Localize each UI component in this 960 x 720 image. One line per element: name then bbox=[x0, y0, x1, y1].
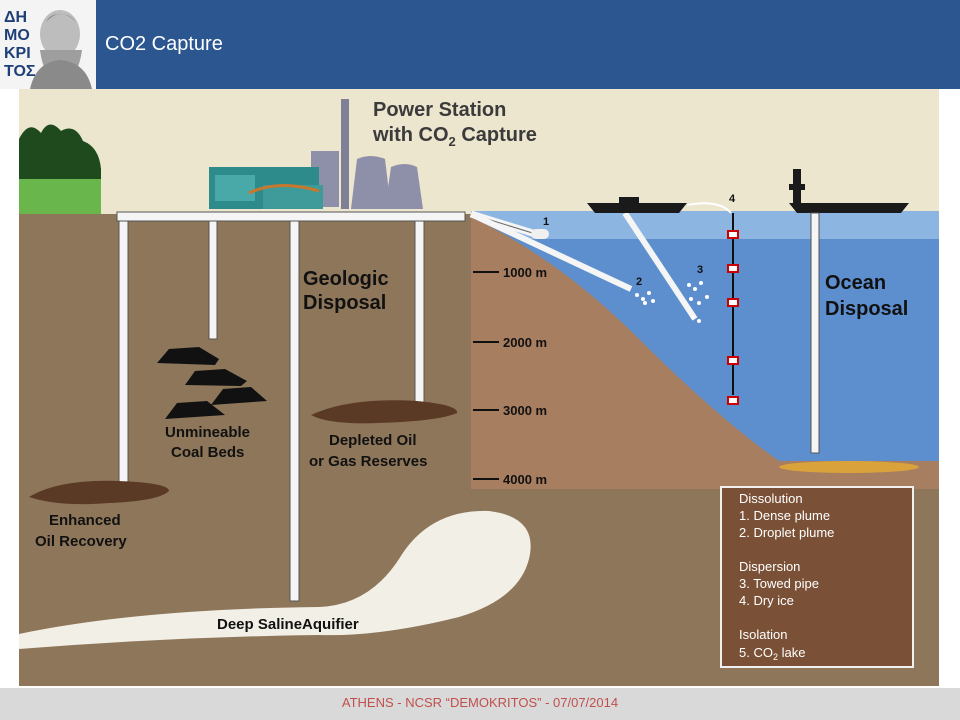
depth-2000: 2000 m bbox=[503, 335, 547, 350]
pipe-coal bbox=[208, 220, 218, 340]
ship-left bbox=[587, 203, 687, 213]
coal-bed-2 bbox=[185, 369, 247, 386]
coal-bed-3 bbox=[211, 387, 267, 405]
geologic-disposal-line2: Disposal bbox=[303, 292, 386, 314]
marker-1-blob bbox=[531, 229, 549, 239]
seabed bbox=[471, 217, 939, 489]
coal-bed-1 bbox=[157, 347, 219, 365]
ocean bbox=[471, 211, 939, 461]
marker-1: 1 bbox=[543, 216, 549, 228]
ocean-disposal-line1: Ocean bbox=[825, 272, 886, 294]
ocean-disposal-line2: Disposal bbox=[825, 298, 908, 320]
slide-title: CO2 Capture bbox=[105, 33, 223, 55]
oil-reservoir-enhanced bbox=[29, 480, 169, 505]
demokritos-logo: ΔΗ ΜΟ ΚΡΙ ΤΟΣ bbox=[0, 0, 96, 89]
platform bbox=[116, 211, 466, 222]
oil-reservoir-depleted bbox=[311, 400, 458, 424]
legend-droplet-plume: 2. Droplet plume bbox=[739, 525, 834, 540]
legend-dissolution: Dissolution bbox=[739, 491, 803, 506]
legend-box bbox=[720, 486, 914, 668]
power-station-label-line2: with CO2 Capture bbox=[372, 124, 537, 149]
coal-bed-4 bbox=[165, 401, 225, 419]
footer-bar bbox=[0, 688, 960, 720]
enhanced-line2: Oil Recovery bbox=[35, 533, 127, 550]
enhanced-line1: Enhanced bbox=[49, 512, 121, 529]
svg-text:ΤΟΣ: ΤΟΣ bbox=[4, 63, 36, 80]
legend-dispersion: Dispersion bbox=[739, 559, 800, 574]
droplet-plume bbox=[635, 281, 709, 323]
dry-ice-blocks bbox=[727, 230, 739, 405]
svg-text:ΚΡΙ: ΚΡΙ bbox=[4, 45, 31, 62]
aquifer-label: Deep SalineAquifier bbox=[217, 616, 359, 633]
power-station-label-line1: Power Station bbox=[373, 99, 506, 121]
svg-text:ΔΗ: ΔΗ bbox=[4, 9, 27, 26]
towed-pipe bbox=[622, 211, 698, 321]
legend-isolation: Isolation bbox=[739, 627, 787, 642]
co2-capture-diagram: 1000 m 2000 m 3000 m 4000 m 1 2 3 4 Powe… bbox=[19, 89, 939, 686]
marker-2: 2 bbox=[636, 276, 642, 288]
depleted-line2: or Gas Reserves bbox=[309, 453, 427, 470]
ship-right bbox=[789, 203, 909, 213]
ocean-disposal-pipe bbox=[810, 212, 820, 454]
geologic-disposal-line1: Geologic bbox=[303, 268, 389, 290]
deep-saline-aquifier bbox=[19, 510, 531, 649]
legend-dense-plume: 1. Dense plume bbox=[739, 508, 830, 523]
pipeline-2 bbox=[469, 211, 633, 292]
depth-4000: 4000 m bbox=[503, 472, 547, 487]
pipe-enhanced bbox=[118, 220, 129, 492]
legend-towed-pipe: 3. Towed pipe bbox=[739, 576, 819, 591]
coal-beds-line2: Coal Beds bbox=[171, 444, 244, 461]
chimney bbox=[341, 99, 349, 209]
marker-3: 3 bbox=[697, 264, 703, 276]
legend-co2-lake: 5. CO2 lake bbox=[739, 645, 805, 662]
legend-dry-ice: 4. Dry ice bbox=[739, 593, 794, 608]
depth-1000: 1000 m bbox=[503, 265, 547, 280]
pipe-aquifer bbox=[289, 220, 300, 602]
depleted-line1: Depleted Oil bbox=[329, 432, 417, 449]
header-bar bbox=[0, 0, 960, 89]
pipe-depleted bbox=[414, 220, 425, 414]
coal-beds-line1: Unmineable bbox=[165, 424, 250, 441]
svg-text:ΜΟ: ΜΟ bbox=[4, 27, 30, 44]
marker-4: 4 bbox=[729, 193, 736, 205]
co2-lake bbox=[779, 461, 919, 473]
sky bbox=[19, 89, 939, 214]
depth-3000: 3000 m bbox=[503, 403, 547, 418]
footer-text: ATHENS - NCSR “DEMOKRITOS” - 07/07/2014 bbox=[341, 695, 619, 710]
